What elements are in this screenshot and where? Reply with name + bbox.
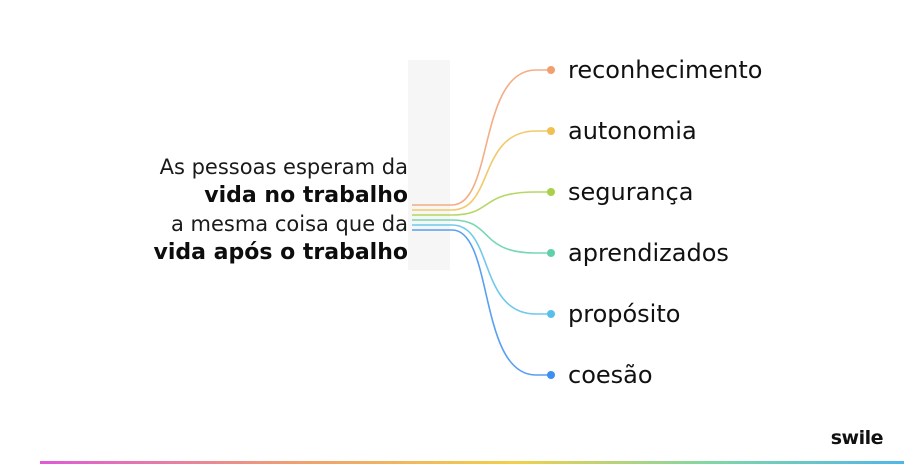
branch-connectors bbox=[412, 69, 551, 376]
highlight-panel bbox=[408, 60, 450, 270]
branch-label-proposito: propósito bbox=[568, 300, 680, 328]
connector-5 bbox=[412, 229, 551, 376]
branch-label-coesao: coesão bbox=[568, 361, 653, 389]
connector-1 bbox=[412, 130, 551, 211]
branch-dot-5 bbox=[547, 371, 555, 379]
branch-dot-3 bbox=[547, 249, 555, 257]
headline: As pessoas esperam da vida no trabalho a… bbox=[154, 153, 409, 267]
headline-line-3: a mesma coisa que da bbox=[170, 212, 408, 236]
branch-label-reconhecimento: reconhecimento bbox=[568, 56, 762, 84]
branch-dots bbox=[547, 66, 555, 379]
headline-line-4: vida após o trabalho bbox=[153, 240, 409, 265]
branch-label-aprendizados: aprendizados bbox=[568, 239, 729, 267]
branch-label-seguranca: segurança bbox=[568, 178, 693, 206]
branch-dot-4 bbox=[547, 310, 555, 318]
branch-labels: reconhecimento autonomia segurança apren… bbox=[568, 56, 762, 389]
headline-line-1: As pessoas esperam da bbox=[159, 155, 408, 179]
branch-dot-2 bbox=[547, 188, 555, 196]
connector-2 bbox=[412, 191, 551, 216]
headline-line-2: vida no trabalho bbox=[204, 183, 408, 208]
swile-logo: swile bbox=[830, 427, 884, 449]
connector-3 bbox=[412, 219, 551, 254]
connector-0 bbox=[412, 69, 551, 206]
branch-label-autonomia: autonomia bbox=[568, 117, 697, 145]
connector-4 bbox=[412, 224, 551, 315]
footer-gradient-line bbox=[40, 461, 904, 464]
branch-dot-1 bbox=[547, 127, 555, 135]
branch-dot-0 bbox=[547, 66, 555, 74]
